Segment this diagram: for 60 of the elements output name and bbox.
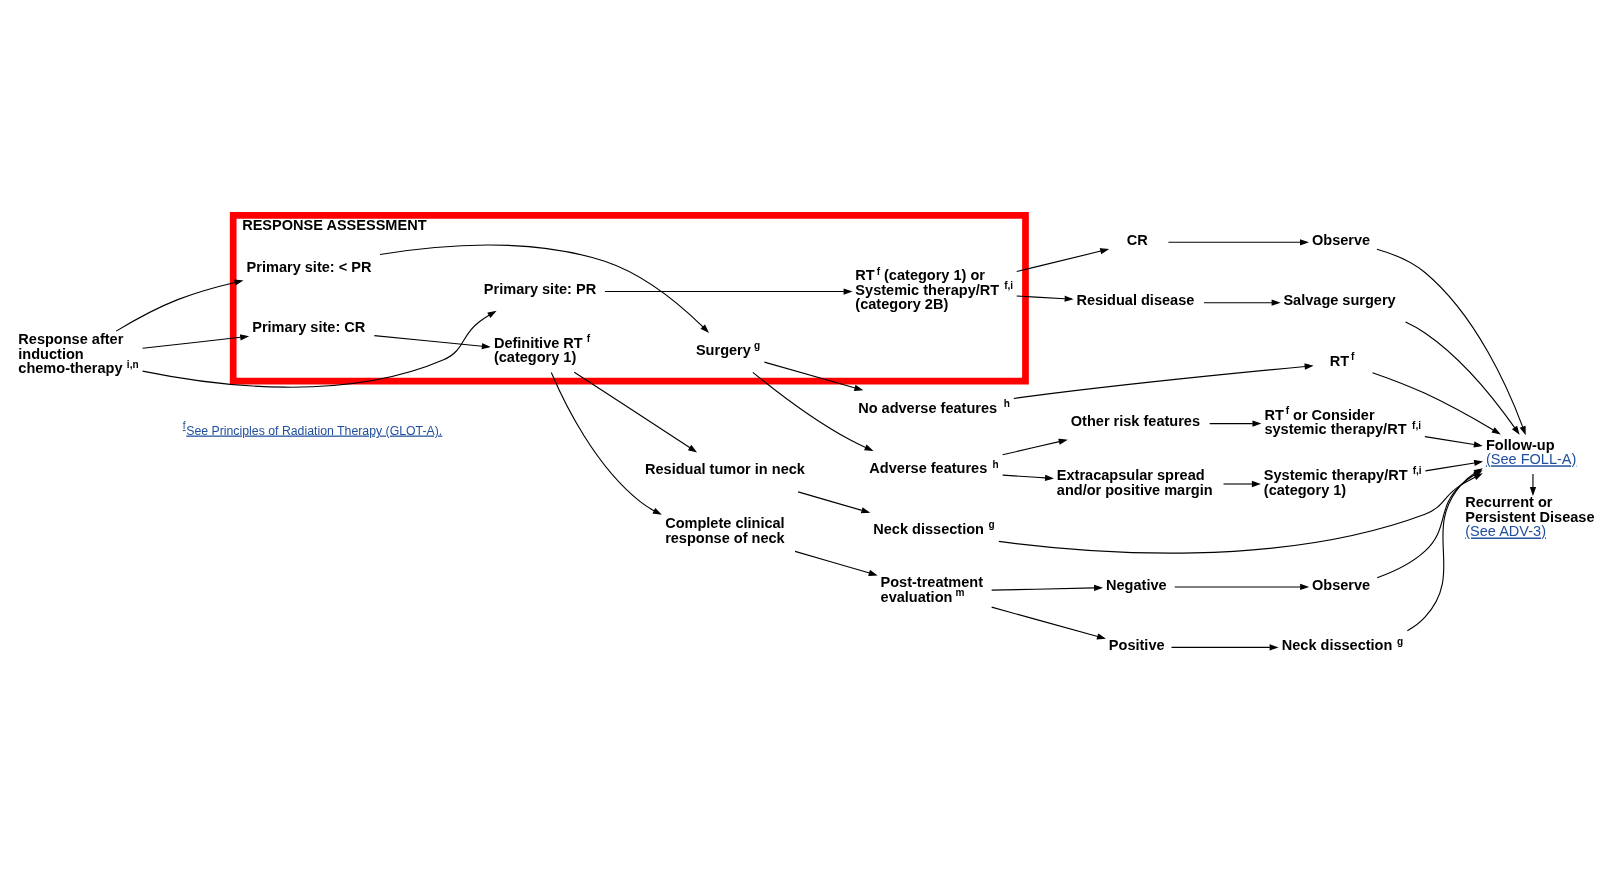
arrow: [991, 606, 1106, 639]
node-text: Post-treatment evaluation$^{m}$: [880, 573, 984, 605]
node-text: Surgery$^{g}$: [695, 339, 761, 358]
arrow: [1174, 583, 1310, 590]
node-text: Neck dissection$^{g}$: [873, 518, 995, 537]
arrow: [1013, 362, 1314, 399]
node-text: Observe: [1311, 231, 1371, 248]
arrow: [1529, 473, 1537, 496]
arrow: [1376, 248, 1526, 435]
node-text: Recurrent or Persistent Disease (See ADV-3): [1465, 493, 1595, 539]
arrow: [1170, 643, 1279, 650]
node-text: Adverse features$^{h}$: [869, 458, 999, 476]
arrow: [1209, 419, 1262, 427]
node-text: Positive: [1108, 636, 1165, 653]
node-text: Negative: [1106, 576, 1167, 593]
arrow: [573, 371, 698, 452]
node-text: Response after induction chemo-therapy$^{i,n}$: [18, 330, 139, 376]
node-text: Primary site: PR: [483, 280, 597, 297]
node-text: CR: [1126, 231, 1148, 248]
node-text: Neck dissection$^{g}$: [1281, 635, 1404, 653]
label: $^{f}$See Principles of Radiation Therapy (GLOT-A).: [182, 419, 443, 438]
node-text: Definitive RT$^{f}$ (category 1): [493, 332, 591, 365]
arrow: [1016, 247, 1110, 272]
arrow: [604, 287, 853, 295]
arrow: [550, 371, 662, 515]
node-text: Observe: [1311, 576, 1371, 593]
arrow: [752, 371, 874, 451]
node-text: Complete clinical response of neck: [665, 514, 785, 546]
arrow: [1405, 320, 1520, 435]
arrow: [1016, 295, 1074, 302]
node-text: Primary site: < PR: [246, 258, 372, 275]
arrow: [991, 584, 1104, 591]
arrow: [115, 278, 244, 332]
arrow: [763, 361, 864, 391]
arrow: [142, 333, 250, 349]
arrow: [142, 310, 497, 388]
node-text: Systemic therapy/RT$^{f,i}$ (category 1): [1263, 464, 1422, 498]
arrow: [1371, 371, 1501, 434]
arrow: [794, 550, 878, 576]
node-text: RT$^{f}$ or Consider systemic therapy/RT$^{f,i}$: [1264, 404, 1422, 437]
node-text: Salvage surgery: [1283, 291, 1396, 308]
arrow: [1424, 459, 1484, 471]
arrow: [1203, 299, 1281, 306]
arrow: [1223, 480, 1261, 487]
arrow: [1002, 474, 1054, 481]
node-text: Extracapsular spread and/or positive margin: [1056, 466, 1213, 498]
node-text: Other risk features: [1070, 412, 1201, 429]
arrow: [1002, 438, 1068, 455]
arrow: [797, 490, 871, 513]
node-text: No adverse features$^{h}$: [858, 397, 1010, 416]
arrow: [373, 334, 491, 349]
node-text: Follow-up (See FOLL-A): [1485, 436, 1577, 467]
arrow: [379, 243, 710, 333]
node-text: RT$^{f}$ (category 1) or Systemic therapy/RT$^{f,i}$ (category 2B): [855, 265, 1014, 312]
node-text: Residual tumor in neck: [645, 460, 805, 477]
arrow: [1167, 238, 1309, 245]
node-text: Primary site: CR: [252, 318, 366, 335]
node-text: RT$^{f}$: [1329, 350, 1355, 369]
node-text: Residual disease: [1076, 291, 1195, 308]
arrow: [1424, 435, 1483, 448]
